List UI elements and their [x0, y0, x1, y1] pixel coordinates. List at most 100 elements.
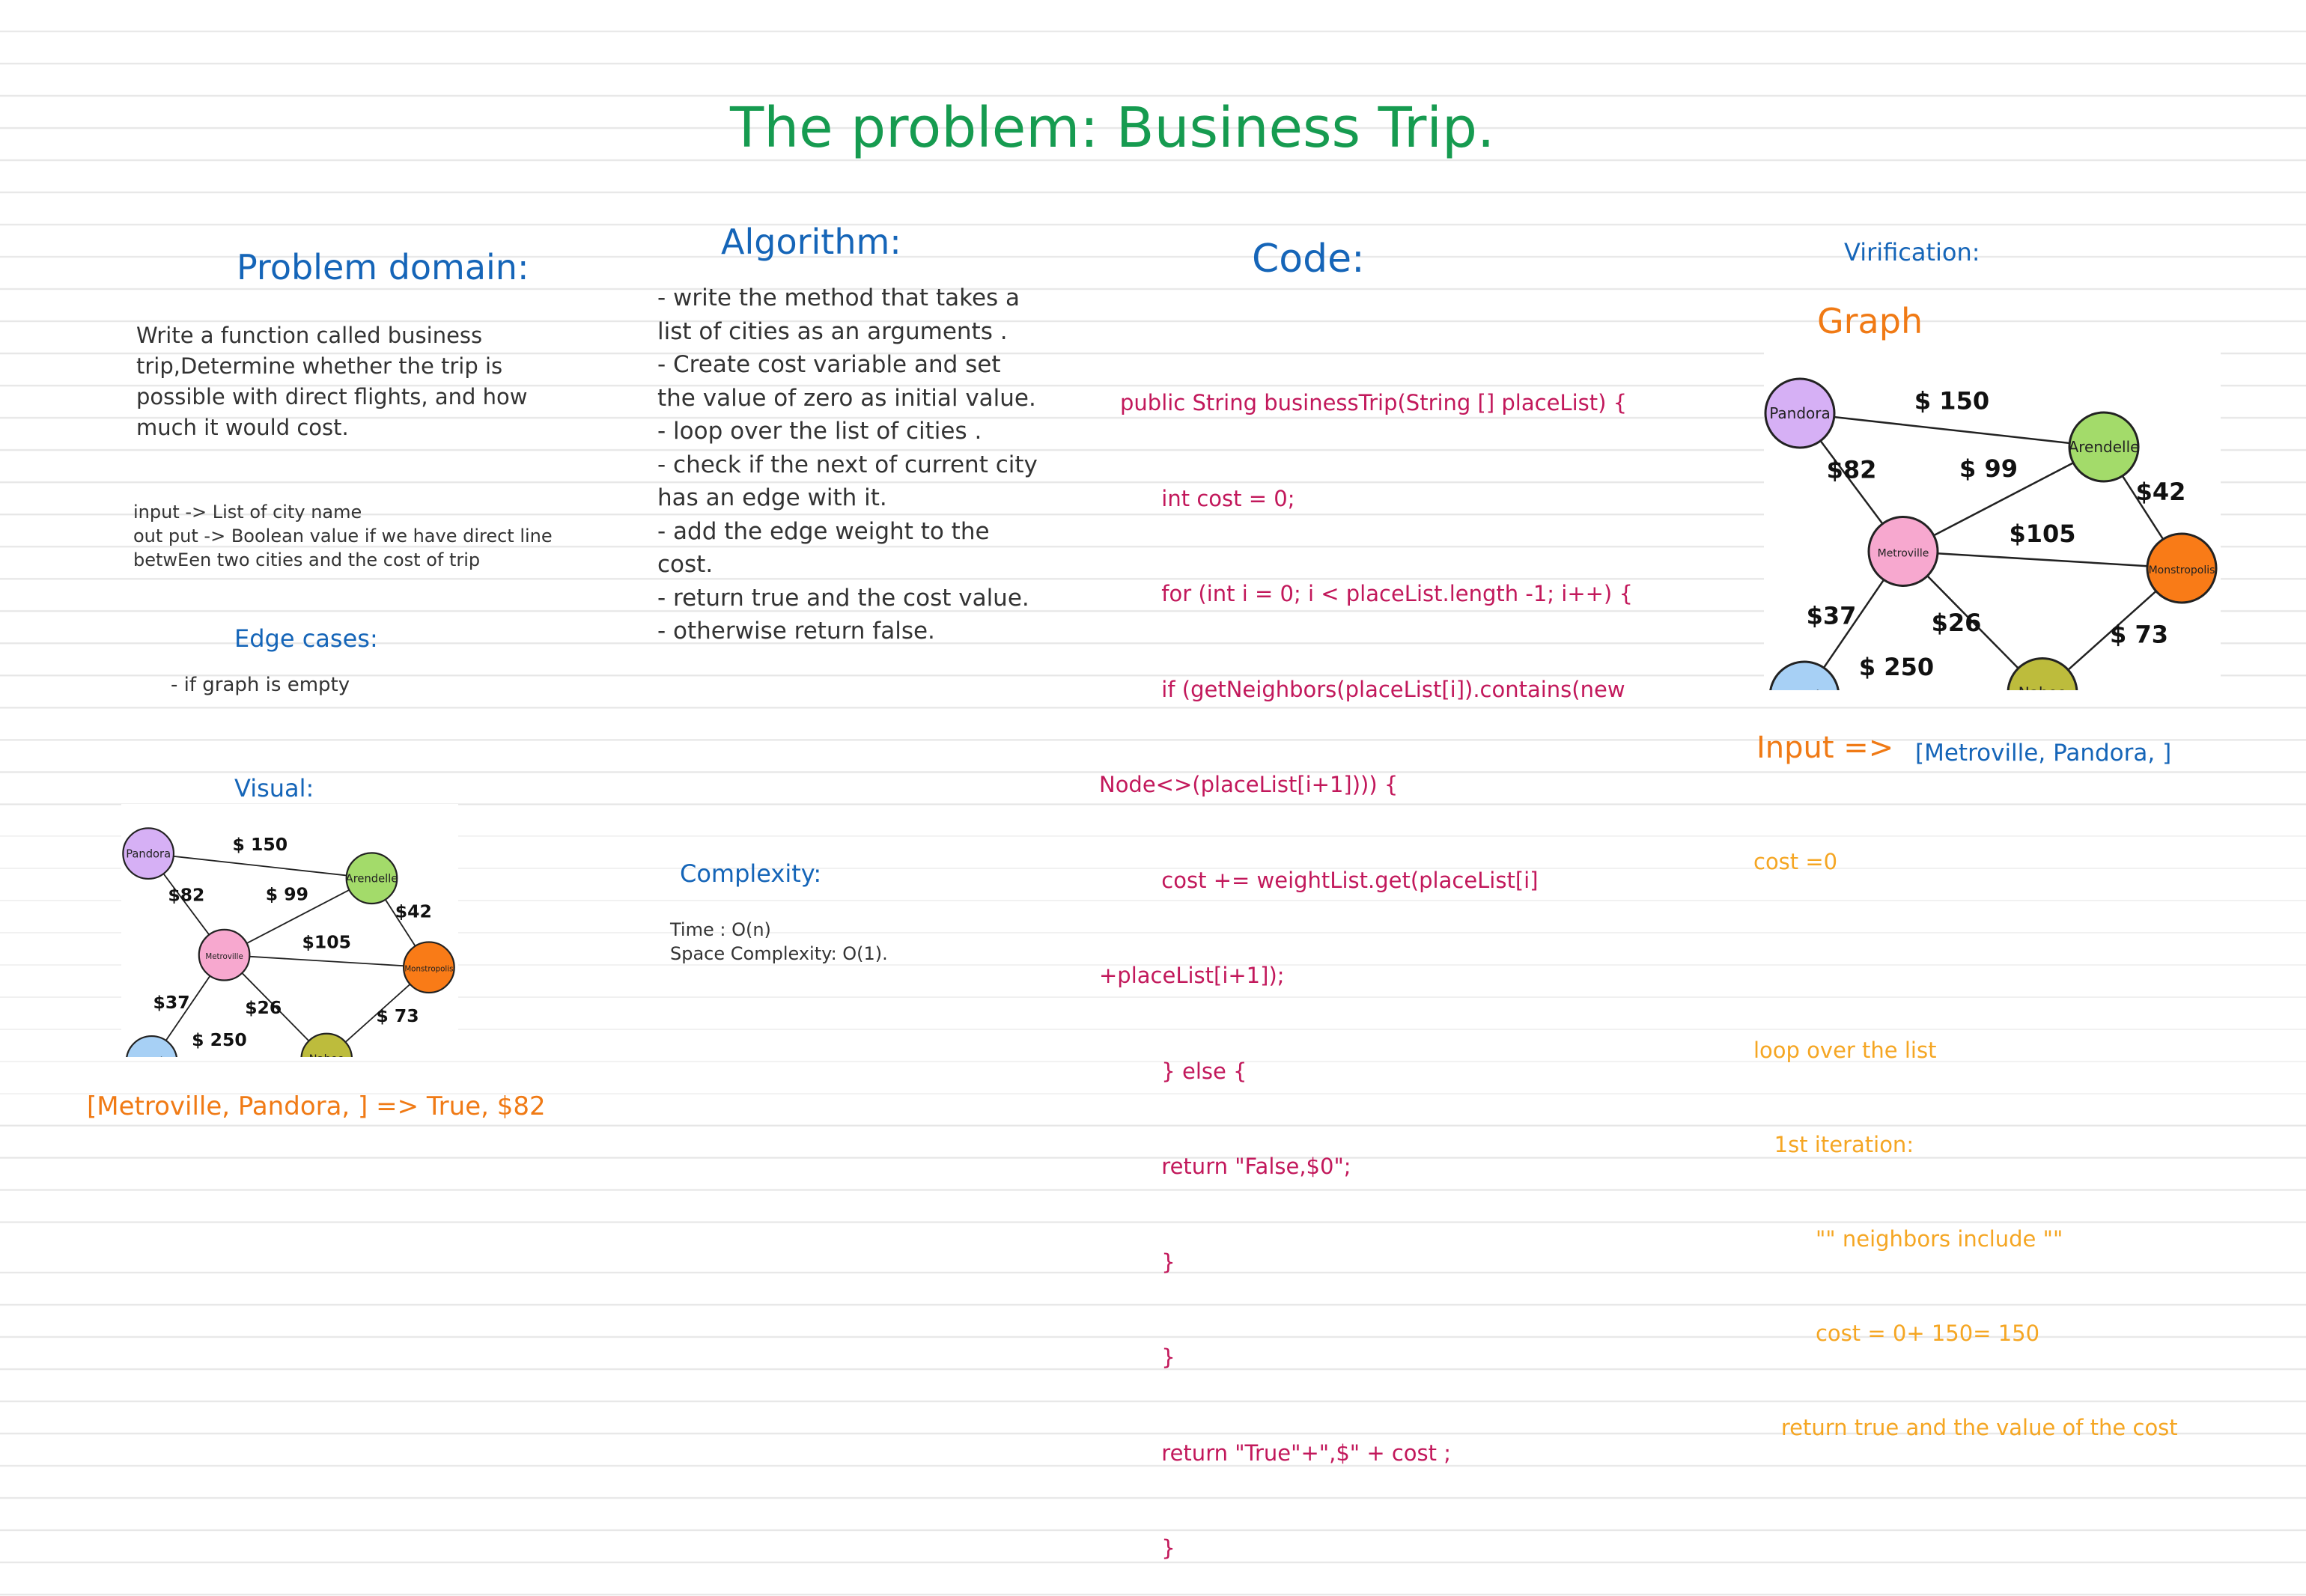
edge-weight-label: $ 99 [1959, 454, 2018, 483]
graph-node-label: Pandora [1769, 404, 1831, 422]
code-line: public String businessTrip(String [] pla… [1120, 390, 1628, 415]
graph-node-label: Monstropolis [2149, 564, 2215, 576]
graph-node [198, 928, 251, 981]
graph-node [2146, 532, 2218, 604]
graph-node [345, 852, 398, 905]
edge-weight-label: $ 150 [233, 834, 288, 855]
problem-description: Write a function called business trip,De… [136, 320, 527, 443]
edge-case-item: - if graph is empty [171, 674, 350, 696]
complexity-line: Time : O(n) [670, 919, 771, 940]
graph-node [2068, 411, 2140, 483]
graph-edge [224, 954, 429, 969]
graph-edge [1799, 412, 2105, 448]
algorithm-line: - return true and the cost value. [657, 584, 1029, 612]
graph-node-label: Arendelle [346, 872, 398, 885]
edge-weight-label: $ 99 [266, 883, 308, 904]
edge-weight-label: $105 [2009, 520, 2075, 548]
code-line: } [1120, 1535, 1175, 1561]
edge-weight-label: $42 [2136, 478, 2186, 506]
complexity-line: Space Complexity: O(1). [670, 943, 888, 964]
graph-node-label: Naboo [309, 1053, 344, 1057]
graph-node [1768, 660, 1840, 732]
code-line: Node<>(placeList[i+1]))) { [1099, 772, 1399, 797]
algorithm-line: - Create cost variable and set [657, 351, 1001, 378]
graph-node-label: Metroville [1878, 548, 1929, 560]
algorithm-line: - add the edge weight to the [657, 517, 990, 545]
complexity-details: Time : O(n) Space Complexity: O(1). [670, 918, 888, 966]
algorithm-line: has an edge with it. [657, 484, 887, 511]
code-line: return "True"+",$" + cost ; [1120, 1440, 1452, 1466]
verification-steps: cost =0 loop over the list 1st iteration… [1753, 783, 2178, 1475]
algorithm-line: list of cities as an arguments . [657, 317, 1008, 345]
step-line: cost =0 [1753, 849, 1838, 874]
page-title: The problem: Business Trip. [730, 96, 1495, 160]
edge-weight-label: $37 [1807, 601, 1857, 630]
graph-node-label: Narnia [1780, 687, 1829, 690]
algorithm-line: - otherwise return false. [657, 618, 935, 645]
graph-node [1764, 377, 1836, 449]
code-line: if (getNeighbors(placeList[i]).contains(… [1120, 676, 1625, 702]
algorithm-line: - check if the next of current city [657, 451, 1038, 478]
algorithm-line: the value of zero as initial value. [657, 384, 1036, 412]
code-line: } [1120, 1344, 1175, 1370]
code-line: } [1120, 1249, 1175, 1275]
graph-edge [148, 853, 372, 880]
visual-heading: Visual: [234, 774, 314, 802]
verification-heading: Virification: [1844, 238, 1980, 266]
complexity-heading: Complexity: [680, 859, 822, 888]
description-line: possible with direct flights, and how [136, 384, 528, 409]
io-line: betwEen two cities and the cost of trip [133, 549, 481, 570]
graph-edge [1902, 550, 2182, 570]
algorithm-line: cost. [657, 551, 714, 578]
edge-weight-label: $ 250 [1859, 653, 1934, 681]
code-line: +placeList[i+1]); [1099, 963, 1285, 988]
edge-weight-label: $ 150 [1914, 387, 1989, 415]
input-label: Input => [1756, 731, 1894, 765]
verification-graph: $ 150 $82 $ 99 $42 $105 $37 $26 $ 250 $ 73 Pandor… [1764, 346, 2221, 732]
edge-weight-label: $ 73 [376, 1005, 419, 1026]
graph-node [1867, 516, 1939, 587]
edge-weight-label: $26 [1932, 609, 1982, 637]
graph-svg: $ 150 $82 $ 99 $42 $105 $37 $26 $ 250 $ 73 Pandor… [1764, 377, 2218, 732]
code-line: for (int i = 0; i < placeList.length -1;… [1120, 581, 1633, 606]
algorithm-steps: - write the method that takes a list of … [657, 281, 1038, 648]
edge-weight-label: $ 250 [192, 1029, 247, 1050]
graph-node [125, 1035, 178, 1088]
step-line: loop over the list [1753, 1038, 1937, 1063]
code-line: return "False,$0"; [1120, 1154, 1351, 1179]
edge-weight-label: $42 [395, 901, 432, 922]
io-line: input -> List of city name [133, 502, 362, 523]
problem-domain-heading: Problem domain: [237, 247, 529, 287]
edge-weight-label: $105 [302, 931, 351, 952]
edge-weight-label: $82 [1827, 455, 1877, 484]
edge-weight-label: $26 [245, 997, 282, 1018]
code-line: } else { [1120, 1058, 1247, 1084]
algorithm-heading: Algorithm: [721, 222, 901, 262]
edge-cases-heading: Edge cases: [234, 624, 378, 653]
graph-edge [1902, 445, 2105, 552]
description-line: Write a function called business [136, 323, 483, 348]
step-line: "" neighbors include "" [1753, 1226, 2063, 1252]
edge-weight-label: $37 [153, 992, 189, 1013]
algorithm-line: - loop over the list of cities . [657, 418, 982, 445]
graph-node-label: Monstropolis [404, 964, 453, 973]
graph-node-label: Metroville [205, 952, 243, 961]
code-line: int cost = 0; [1120, 485, 1295, 511]
graph-node [122, 827, 175, 880]
code-block: public String businessTrip(String [] pla… [1099, 323, 1633, 1596]
edge-weight-label: $ 73 [2110, 620, 2168, 648]
io-line: out put -> Boolean value if we have dire… [133, 526, 553, 546]
code-heading: Code: [1252, 237, 1365, 281]
graph-node [402, 941, 455, 994]
input-output-spec: input -> List of city name out put -> Bo… [133, 500, 553, 572]
graph-node-label: Narnia [133, 1056, 169, 1057]
step-line: return true and the value of the cost [1753, 1415, 2178, 1440]
edge-weight-label: $82 [168, 885, 204, 906]
step-line: 1st iteration: [1753, 1132, 1914, 1157]
graph-edge [224, 877, 372, 956]
graph-svg: $ 150$82$ 99$42$105$37$26$ 250$ 73Pandor… [122, 827, 455, 1088]
algorithm-line: - write the method that takes a [657, 284, 1020, 311]
step-line [1753, 940, 2178, 972]
graph-node-label: Arendelle [2069, 438, 2140, 456]
